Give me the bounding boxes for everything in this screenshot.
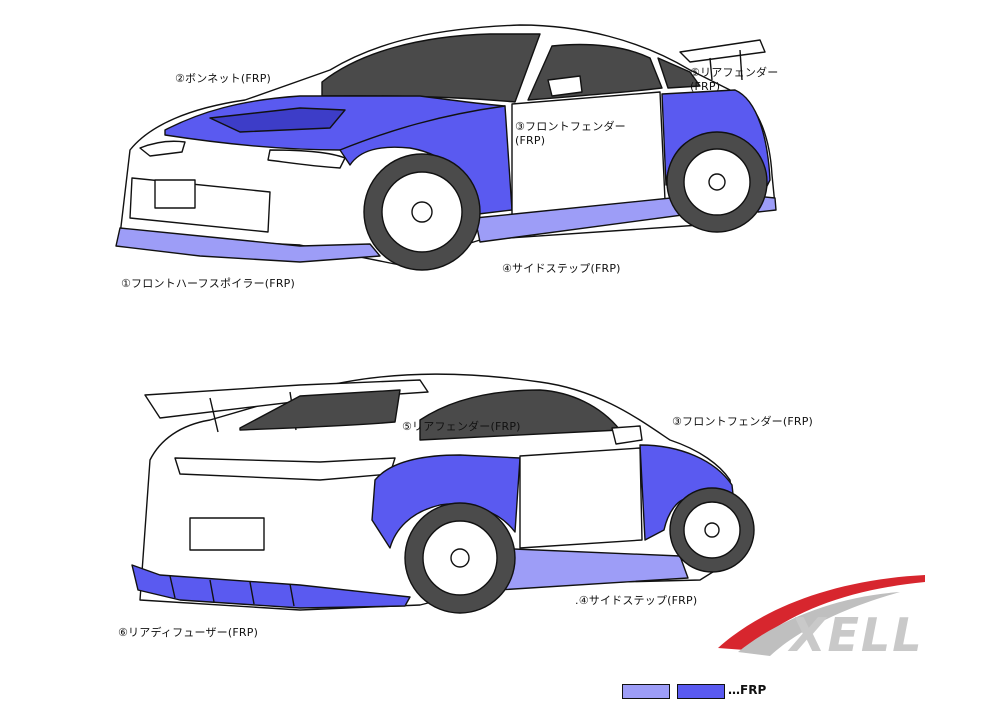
- bottom-car-wing: [144, 379, 429, 419]
- top-car-front-spoiler-frp: [115, 227, 381, 263]
- label-top-bonnet: ②ボンネット(FRP): [175, 72, 272, 85]
- top-car-windshield: [321, 33, 541, 103]
- xell-logo-text: XELL: [790, 608, 924, 662]
- top-car-rear-window: [657, 57, 701, 89]
- legend-swatch-light: [622, 684, 670, 699]
- bottom-car: [131, 373, 755, 614]
- label-bottom-rear-fender: ⑤リアフェンダー(FRP): [402, 420, 521, 433]
- top-car-wing: [679, 39, 766, 63]
- label-top-front-half-spoiler: ①フロントハーフスポイラー(FRP): [121, 277, 295, 290]
- bottom-car-side-window: [419, 389, 621, 441]
- label-top-rear-fender: ⑤リアフェンダー (FRP): [690, 66, 779, 93]
- label-bottom-front-fender: ③フロントフェンダー(FRP): [672, 415, 814, 428]
- xell-logo-swoosh: [718, 575, 925, 656]
- legend-label: …FRP: [728, 683, 767, 697]
- label-top-side-step: ④サイドステップ(FRP): [502, 262, 621, 275]
- top-car: [115, 24, 777, 271]
- label-bottom-side-step: .④サイドステップ(FRP): [575, 594, 698, 607]
- legend-swatch-dark: [677, 684, 725, 699]
- label-top-front-fender: ③フロントフェンダー (FRP): [515, 120, 626, 147]
- bottom-car-rear-glass: [239, 389, 401, 431]
- label-bottom-rear-diffuser: ⑥リアディフューザー(FRP): [118, 626, 259, 639]
- bottom-car-rear-diffuser-frp: [131, 564, 411, 609]
